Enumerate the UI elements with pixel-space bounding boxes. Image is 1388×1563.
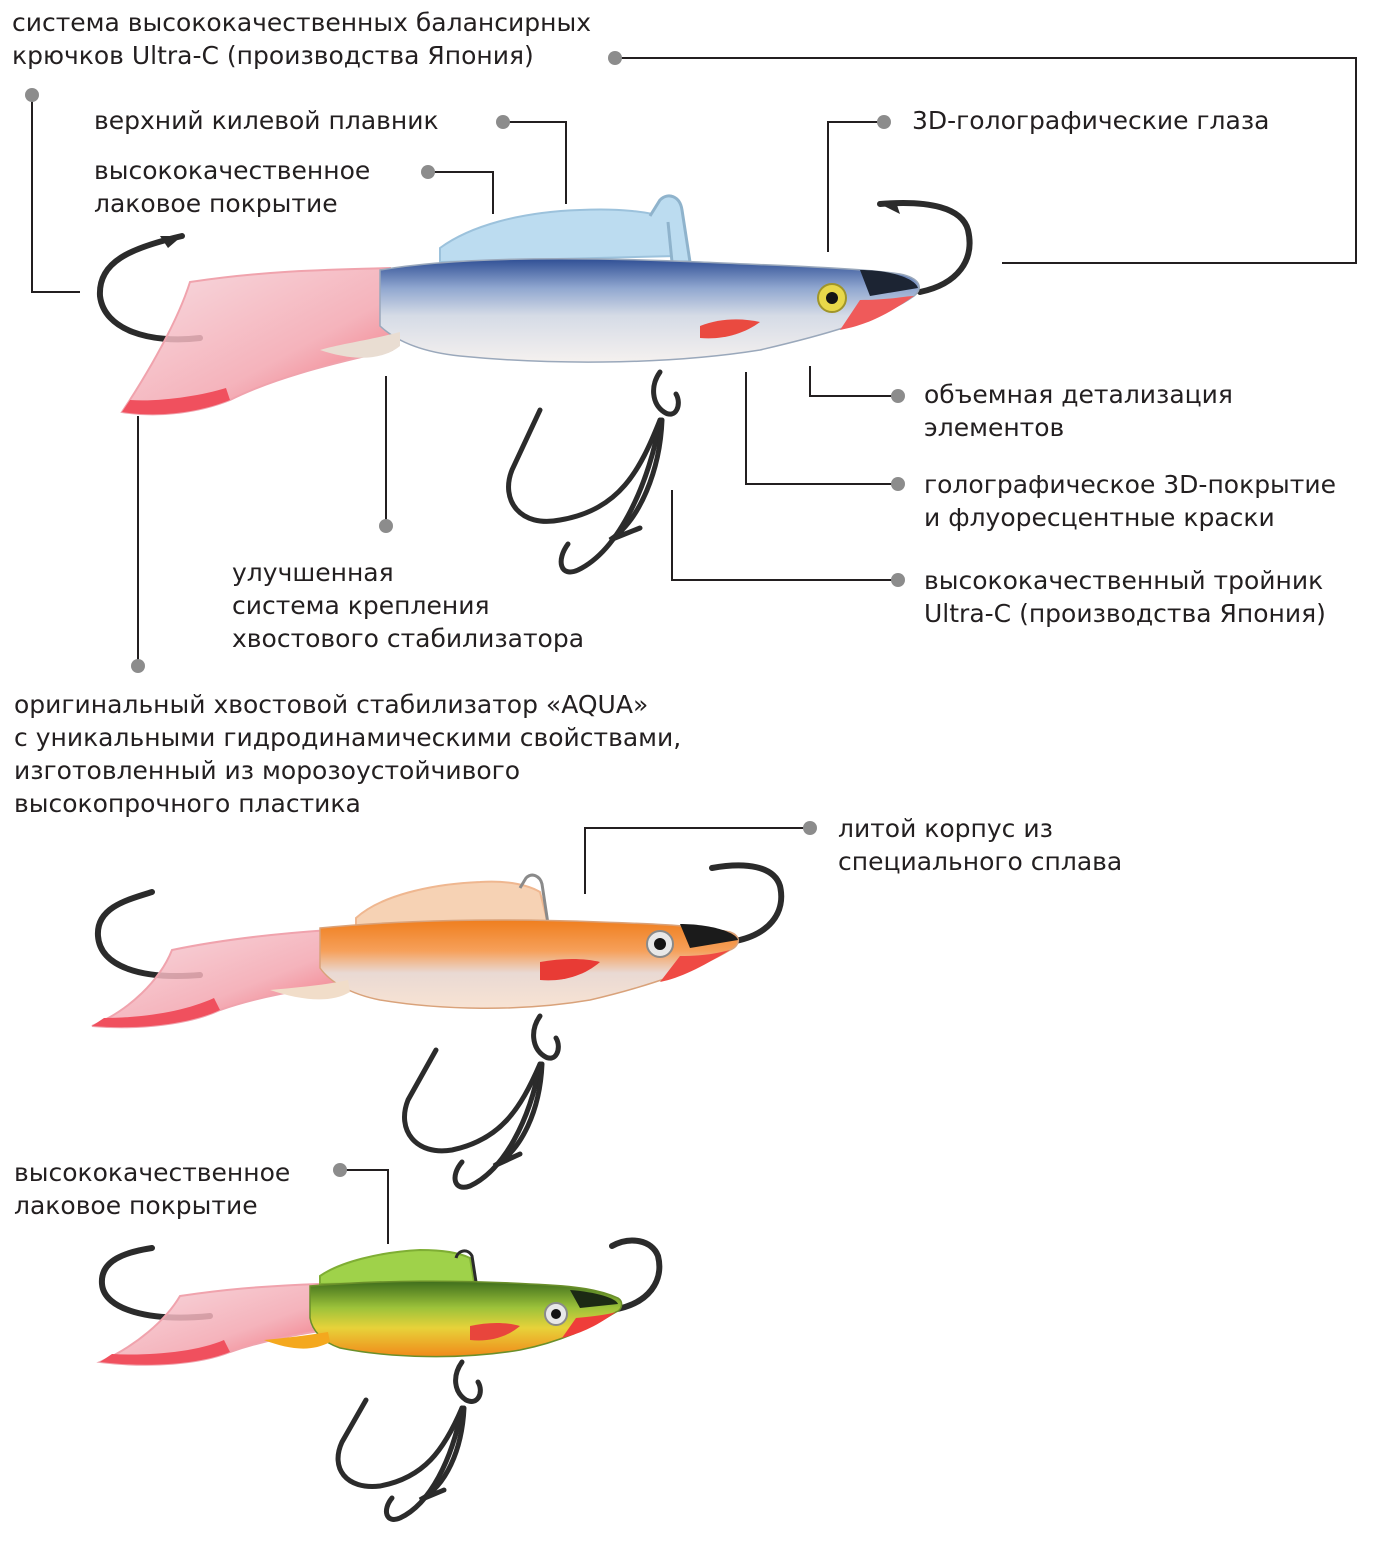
leader-rear-hook	[31, 95, 80, 293]
label-volume-detail: объемная детализация элементов	[924, 380, 1233, 442]
rear-hook-2	[94, 889, 203, 979]
leader-lines	[31, 57, 1357, 1244]
rear-hook	[96, 233, 203, 343]
label-keel-fin: верхний килевой плавник	[94, 106, 439, 135]
keel-fin-2	[355, 880, 550, 930]
label-lacquer-bottom: высококачественное лаковое покрытие	[14, 1158, 291, 1220]
treble-hook-3	[335, 1359, 483, 1522]
leader-holo	[745, 372, 898, 485]
keel-fin-3	[319, 1248, 476, 1286]
front-hook	[877, 200, 973, 295]
treble-hook	[506, 369, 681, 575]
lure-3	[96, 1237, 663, 1522]
front-hook-2	[709, 862, 785, 945]
leader-dots	[25, 51, 905, 1177]
leader-lacquer-bottom	[340, 1169, 389, 1244]
label-lacquer-top: высококачественное лаковое покрытие	[94, 156, 371, 218]
leader-eyes	[827, 121, 884, 252]
tail-stabilizer-2	[91, 928, 342, 1029]
label-cast-body: литой корпус из специального сплава	[838, 814, 1123, 876]
label-hook-system: система высококачественных балансирных к…	[12, 8, 592, 70]
leader-treble	[671, 490, 898, 581]
treble-hook-2	[402, 1013, 561, 1190]
leader-lacquer-top	[428, 171, 494, 214]
leader-keel-fin	[503, 121, 567, 204]
lure-1	[96, 194, 973, 575]
tail-stabilizer	[120, 266, 394, 416]
label-aqua-stabilizer: оригинальный хвостовой стабилизатор «AQU…	[14, 690, 682, 818]
label-eyes: 3D-голографические глаза	[912, 106, 1270, 135]
leader-hook-system	[615, 57, 1357, 264]
keel-fin	[439, 208, 678, 264]
label-holo-coating: голографическое 3D-покрытие и флуоресцен…	[924, 470, 1336, 532]
leader-cast-body	[584, 827, 810, 894]
leader-volume	[809, 366, 898, 397]
label-tail-mount: улучшенная система крепления хвостового …	[232, 558, 585, 653]
label-treble-hook: высококачественный тройник Ultra-C (прои…	[924, 566, 1326, 628]
lure-2	[91, 862, 785, 1190]
